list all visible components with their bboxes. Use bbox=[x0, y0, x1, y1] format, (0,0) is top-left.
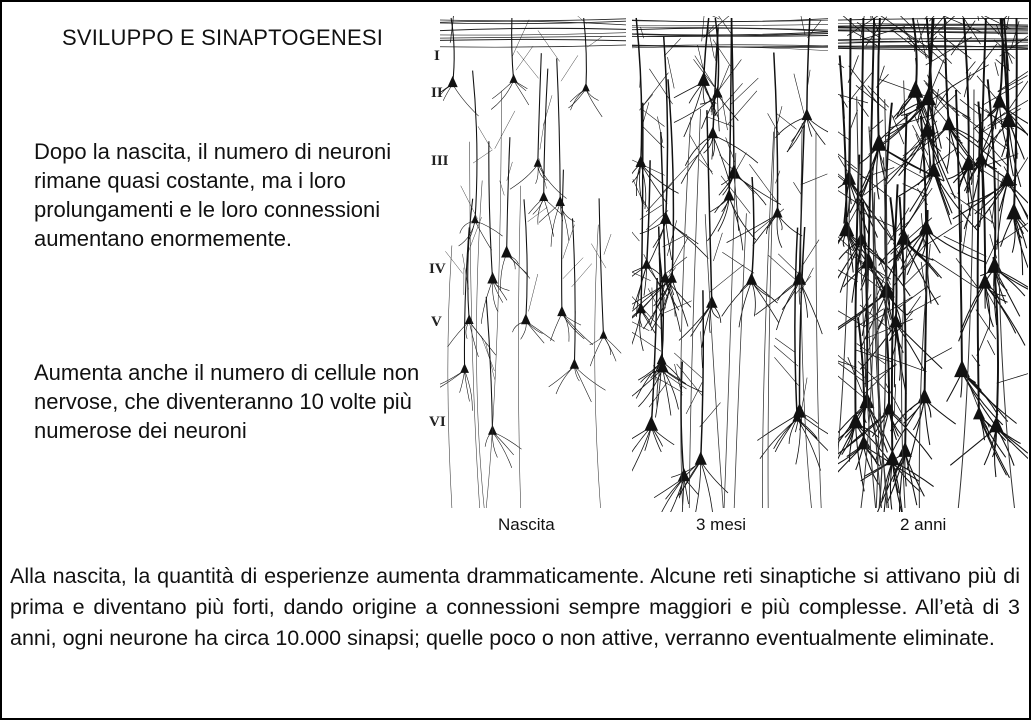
text-frame bbox=[0, 543, 1031, 720]
layer-label-iii: III bbox=[431, 153, 449, 169]
neuron-panel-2-years bbox=[838, 16, 1028, 512]
neuron-panel-3-months bbox=[632, 16, 828, 512]
neuron-drawing bbox=[440, 16, 626, 509]
layer-label-iv: IV bbox=[429, 261, 446, 277]
paragraph-glia: Aumenta anche il numero di cellule non n… bbox=[34, 360, 420, 443]
caption-3-months: 3 mesi bbox=[696, 515, 747, 534]
layer-label-i: I bbox=[434, 48, 440, 64]
neuron-drawing bbox=[632, 16, 828, 512]
caption-2-years: 2 anni bbox=[900, 515, 947, 534]
layer-label-ii: II bbox=[431, 85, 443, 101]
slide-title: SVILUPPO E SINAPTOGENESI bbox=[62, 25, 384, 50]
paragraph-neurons: Dopo la nascita, il numero di neuroni ri… bbox=[34, 139, 392, 251]
layer-label-v: V bbox=[431, 314, 442, 330]
caption-birth: Nascita bbox=[498, 515, 555, 534]
neuron-drawing bbox=[838, 16, 1028, 512]
bottom-paragraph: Alla nascita, la quantità di esperienze … bbox=[10, 564, 1020, 650]
layer-label-vi: VI bbox=[429, 414, 446, 430]
neuron-panel-birth bbox=[440, 16, 626, 512]
